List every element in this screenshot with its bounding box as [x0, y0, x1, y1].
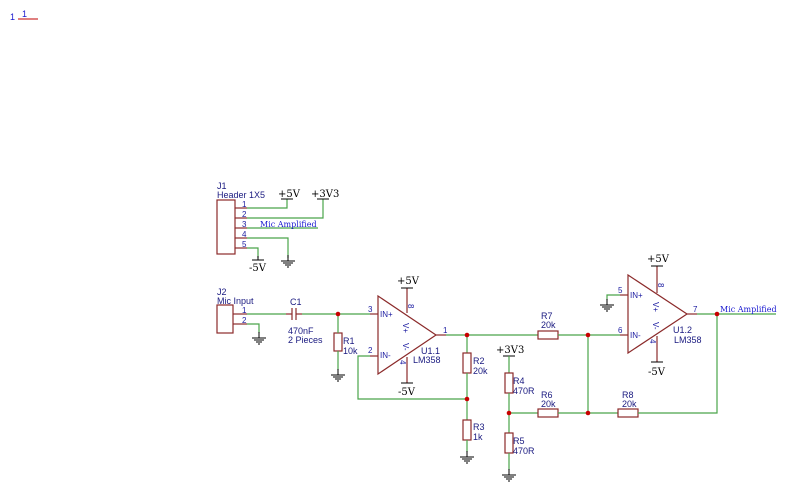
c1-ref: C1: [290, 297, 302, 307]
u1-1-vminus: V-: [401, 343, 410, 351]
j1-value: Header 1X5: [217, 190, 265, 200]
u1-2-ref: U1.2: [673, 325, 692, 335]
j2-ref: J2: [217, 287, 227, 297]
u1-2-pin5: 5: [618, 286, 623, 295]
r4-value: 470R: [513, 386, 535, 396]
r1-value: 10k: [343, 346, 358, 356]
r2-ref: R2: [473, 356, 485, 366]
u1-1-vplus: V+: [401, 323, 410, 333]
divider-power-3v3: +3V3: [496, 345, 524, 356]
c1-value: 470nF: [288, 326, 314, 336]
resistor-r2[interactable]: R2 20k: [462, 352, 488, 376]
u1-1-pin1: 1: [443, 326, 448, 335]
sheet-marker: 1 1: [10, 9, 38, 22]
resistor-r8[interactable]: R8 20k: [617, 390, 639, 418]
u1-2-vplus: V+: [651, 302, 660, 312]
j1-pin-1: 1: [242, 200, 247, 209]
j1-pin-2: 2: [242, 210, 247, 219]
net-label-mic-amplified-j1: Mic Amplified: [260, 220, 317, 229]
u1-1-in-minus: IN-: [380, 351, 391, 360]
connector-j2[interactable]: J2 Mic Input 1 2: [216, 287, 254, 334]
u1-2-pin4: 4: [648, 339, 657, 344]
resistor-r3[interactable]: R3 1k: [462, 419, 485, 442]
u1-1-ref: U1.1: [421, 346, 440, 356]
u1-2-pin6: 6: [618, 326, 623, 335]
net-label-mic-amplified-out: Mic Amplified: [720, 305, 777, 314]
j2-pin-2: 2: [242, 316, 247, 325]
resistor-r4[interactable]: R4 470R: [504, 372, 535, 396]
j2-pin-1: 1: [242, 306, 247, 315]
u1-1-power-5v: +5V: [397, 276, 420, 287]
r1-ref: R1: [343, 336, 355, 346]
u1-1-pin4: 4: [398, 360, 407, 365]
connector-j1[interactable]: J1 Header 1X5 1 2 3 4 5: [216, 181, 265, 255]
sheet-label: 1: [22, 9, 27, 19]
u1-2-value: LM358: [674, 335, 702, 345]
u1-1-pin2: 2: [368, 346, 373, 355]
j2-value: Mic Input: [217, 296, 254, 306]
r8-value: 20k: [622, 399, 637, 409]
u1-2-pin8: 8: [656, 283, 665, 288]
resistor-r5[interactable]: R5 470R: [504, 432, 535, 456]
j1-power-3v3: +3V3: [311, 189, 339, 200]
r5-value: 470R: [513, 446, 535, 456]
u1-2-in-minus: IN-: [630, 331, 641, 340]
r4-ref: R4: [513, 376, 525, 386]
u1-1-pin3: 3: [368, 305, 373, 314]
r7-value: 20k: [541, 320, 556, 330]
junctions: [335, 311, 720, 416]
j1-pin-3: 3: [242, 220, 247, 229]
r8-ref: R8: [622, 390, 634, 400]
r6-value: 20k: [541, 399, 556, 409]
r7-ref: R7: [541, 311, 553, 321]
u1-2-vminus: V-: [651, 322, 660, 330]
j1-pin-4: 4: [242, 230, 247, 239]
sheet-number: 1: [10, 12, 15, 22]
opamp-u1-1[interactable]: IN+ IN- 3 2 1 8 V+ V- 4 U1.1 LM358: [368, 288, 448, 383]
j1-wiring: [247, 198, 330, 268]
opamp-u1-2[interactable]: IN+ IN- 5 6 7 8 V+ V- 4 U1.2 LM358: [618, 266, 702, 362]
u1-1-in-plus: IN+: [380, 310, 393, 319]
r2-value: 20k: [473, 366, 488, 376]
u1-1-pin8: 8: [406, 304, 415, 309]
u1-2-power-n5v: -5V: [648, 367, 666, 378]
r3-ref: R3: [473, 422, 485, 432]
capacitor-c1[interactable]: C1 470nF 2 Pieces: [286, 297, 323, 345]
u1-2-power-5v: +5V: [647, 254, 670, 265]
u1-1-power-n5v: -5V: [398, 387, 416, 398]
j1-power-n5v: -5V: [249, 263, 267, 274]
r3-value: 1k: [473, 432, 483, 442]
j1-ref: J1: [217, 181, 227, 191]
resistor-r7[interactable]: R7 20k: [537, 311, 559, 340]
r6-ref: R6: [541, 390, 553, 400]
c1-note: 2 Pieces: [288, 335, 323, 345]
j1-pin-5: 5: [242, 240, 247, 249]
j1-power-5v: +5V: [278, 189, 301, 200]
u1-2-pin7: 7: [693, 305, 698, 314]
u1-1-value: LM358: [413, 355, 441, 365]
u1-2-in-plus: IN+: [630, 291, 643, 300]
resistor-r6[interactable]: R6 20k: [537, 390, 559, 418]
r5-ref: R5: [513, 436, 525, 446]
